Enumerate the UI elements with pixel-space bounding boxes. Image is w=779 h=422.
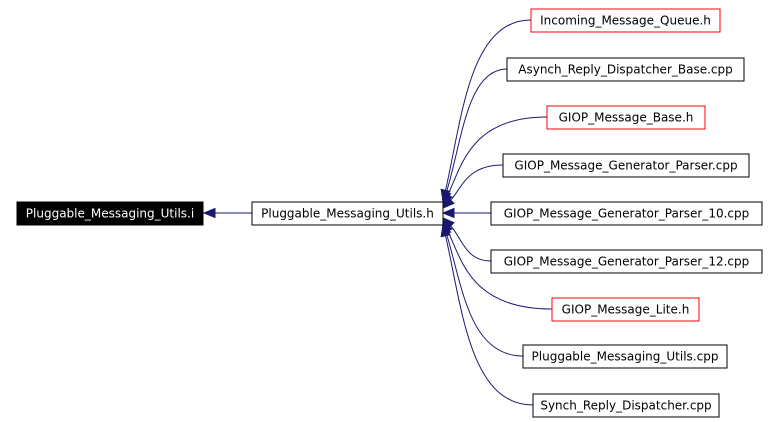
includer-label: Synch_Reply_Dispatcher.cpp (540, 399, 711, 413)
edge-includer-7-to-hub (445, 232, 524, 357)
includer-node-giop-message-base[interactable]: GIOP_Message_Base.h (546, 105, 706, 130)
includer-label: GIOP_Message_Generator_Parser_12.cpp (504, 255, 750, 269)
includer-label: GIOP_Message_Lite.h (562, 303, 690, 317)
includer-node-synch-reply-dispatcher[interactable]: Synch_Reply_Dispatcher.cpp (532, 393, 720, 418)
root-node-label: Pluggable_Messaging_Utils.i (26, 207, 194, 221)
edge-includer-3-to-hub (449, 164, 504, 202)
edge-includer-1-to-hub (445, 68, 508, 194)
includer-label: Asynch_Reply_Dispatcher_Base.cpp (518, 63, 733, 77)
includer-node-pluggable-messaging-utils-cpp[interactable]: Pluggable_Messaging_Utils.cpp (522, 344, 728, 369)
arrowhead-root (202, 207, 216, 219)
includer-node-giop-message-generator-parser-12[interactable]: GIOP_Message_Generator_Parser_12.cpp (490, 249, 763, 274)
includer-label: Incoming_Message_Queue.h (540, 14, 711, 28)
includer-label: GIOP_Message_Generator_Parser.cpp (514, 159, 737, 173)
edges (202, 19, 553, 406)
includer-node-asynch-reply-dispatcher-base[interactable]: Asynch_Reply_Dispatcher_Base.cpp (506, 57, 745, 82)
edge-includer-6-to-hub (446, 229, 553, 310)
includer-node-giop-message-generator-parser-10[interactable]: GIOP_Message_Generator_Parser_10.cpp (490, 201, 763, 226)
root-node[interactable]: Pluggable_Messaging_Utils.i (16, 201, 204, 226)
edge-includer-5-to-hub (449, 224, 492, 262)
edge-includer-0-to-hub (444, 19, 532, 192)
arrowhead-hub-8 (440, 223, 451, 238)
edge-includer-8-to-hub (444, 234, 534, 406)
arrowhead-hub-4 (441, 207, 455, 219)
includer-label: GIOP_Message_Base.h (559, 111, 694, 125)
arrowhead-hub-3 (442, 196, 455, 209)
includer-node-incoming-message-queue[interactable]: Incoming_Message_Queue.h (530, 8, 721, 33)
hub-node[interactable]: Pluggable_Messaging_Utils.h (251, 201, 444, 226)
includer-label: Pluggable_Messaging_Utils.cpp (532, 350, 719, 364)
includer-node-giop-message-lite[interactable]: GIOP_Message_Lite.h (551, 297, 700, 322)
includer-node-giop-message-generator-parser[interactable]: GIOP_Message_Generator_Parser.cpp (502, 153, 750, 178)
edge-includer-2-to-hub (446, 116, 548, 197)
includer-label: GIOP_Message_Generator_Parser_10.cpp (504, 207, 750, 221)
hub-node-label: Pluggable_Messaging_Utils.h (261, 207, 434, 221)
